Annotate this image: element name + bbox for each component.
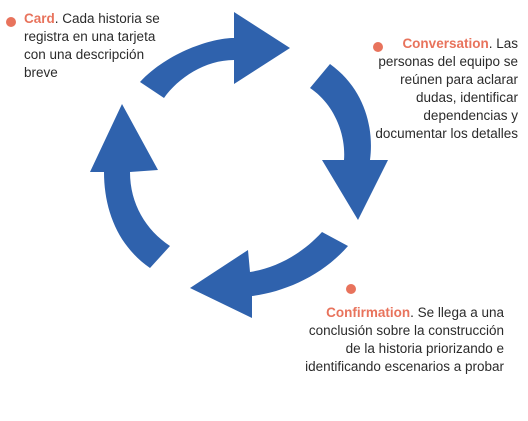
arrow-card-to-conversation	[140, 12, 290, 98]
card-term: Card	[24, 11, 55, 26]
conversation-term: Conversation	[402, 36, 489, 51]
confirmation-bullet-dot	[346, 284, 356, 294]
conversation-bullet-dot	[373, 42, 383, 52]
conversation-text-block: Conversation. Las personas del equipo se…	[368, 35, 518, 143]
confirmation-text-block: Confirmation. Se llega a una conclusión …	[300, 304, 504, 376]
arrow-confirmation-to-card	[190, 232, 348, 318]
confirmation-term: Confirmation	[326, 305, 411, 320]
arrow-conversation-to-confirmation	[310, 64, 388, 220]
card-bullet-dot	[6, 17, 16, 27]
arrow-card-cycle-up	[90, 104, 170, 268]
confirmation-description: . Se llega a una conclusión sobre la con…	[305, 305, 504, 374]
card-description: . Cada historia se registra en una tarje…	[24, 11, 160, 80]
card-text-block: Card. Cada historia se registra en una t…	[24, 10, 174, 82]
conversation-description: . Las personas del equipo se reúnen para…	[375, 36, 518, 141]
